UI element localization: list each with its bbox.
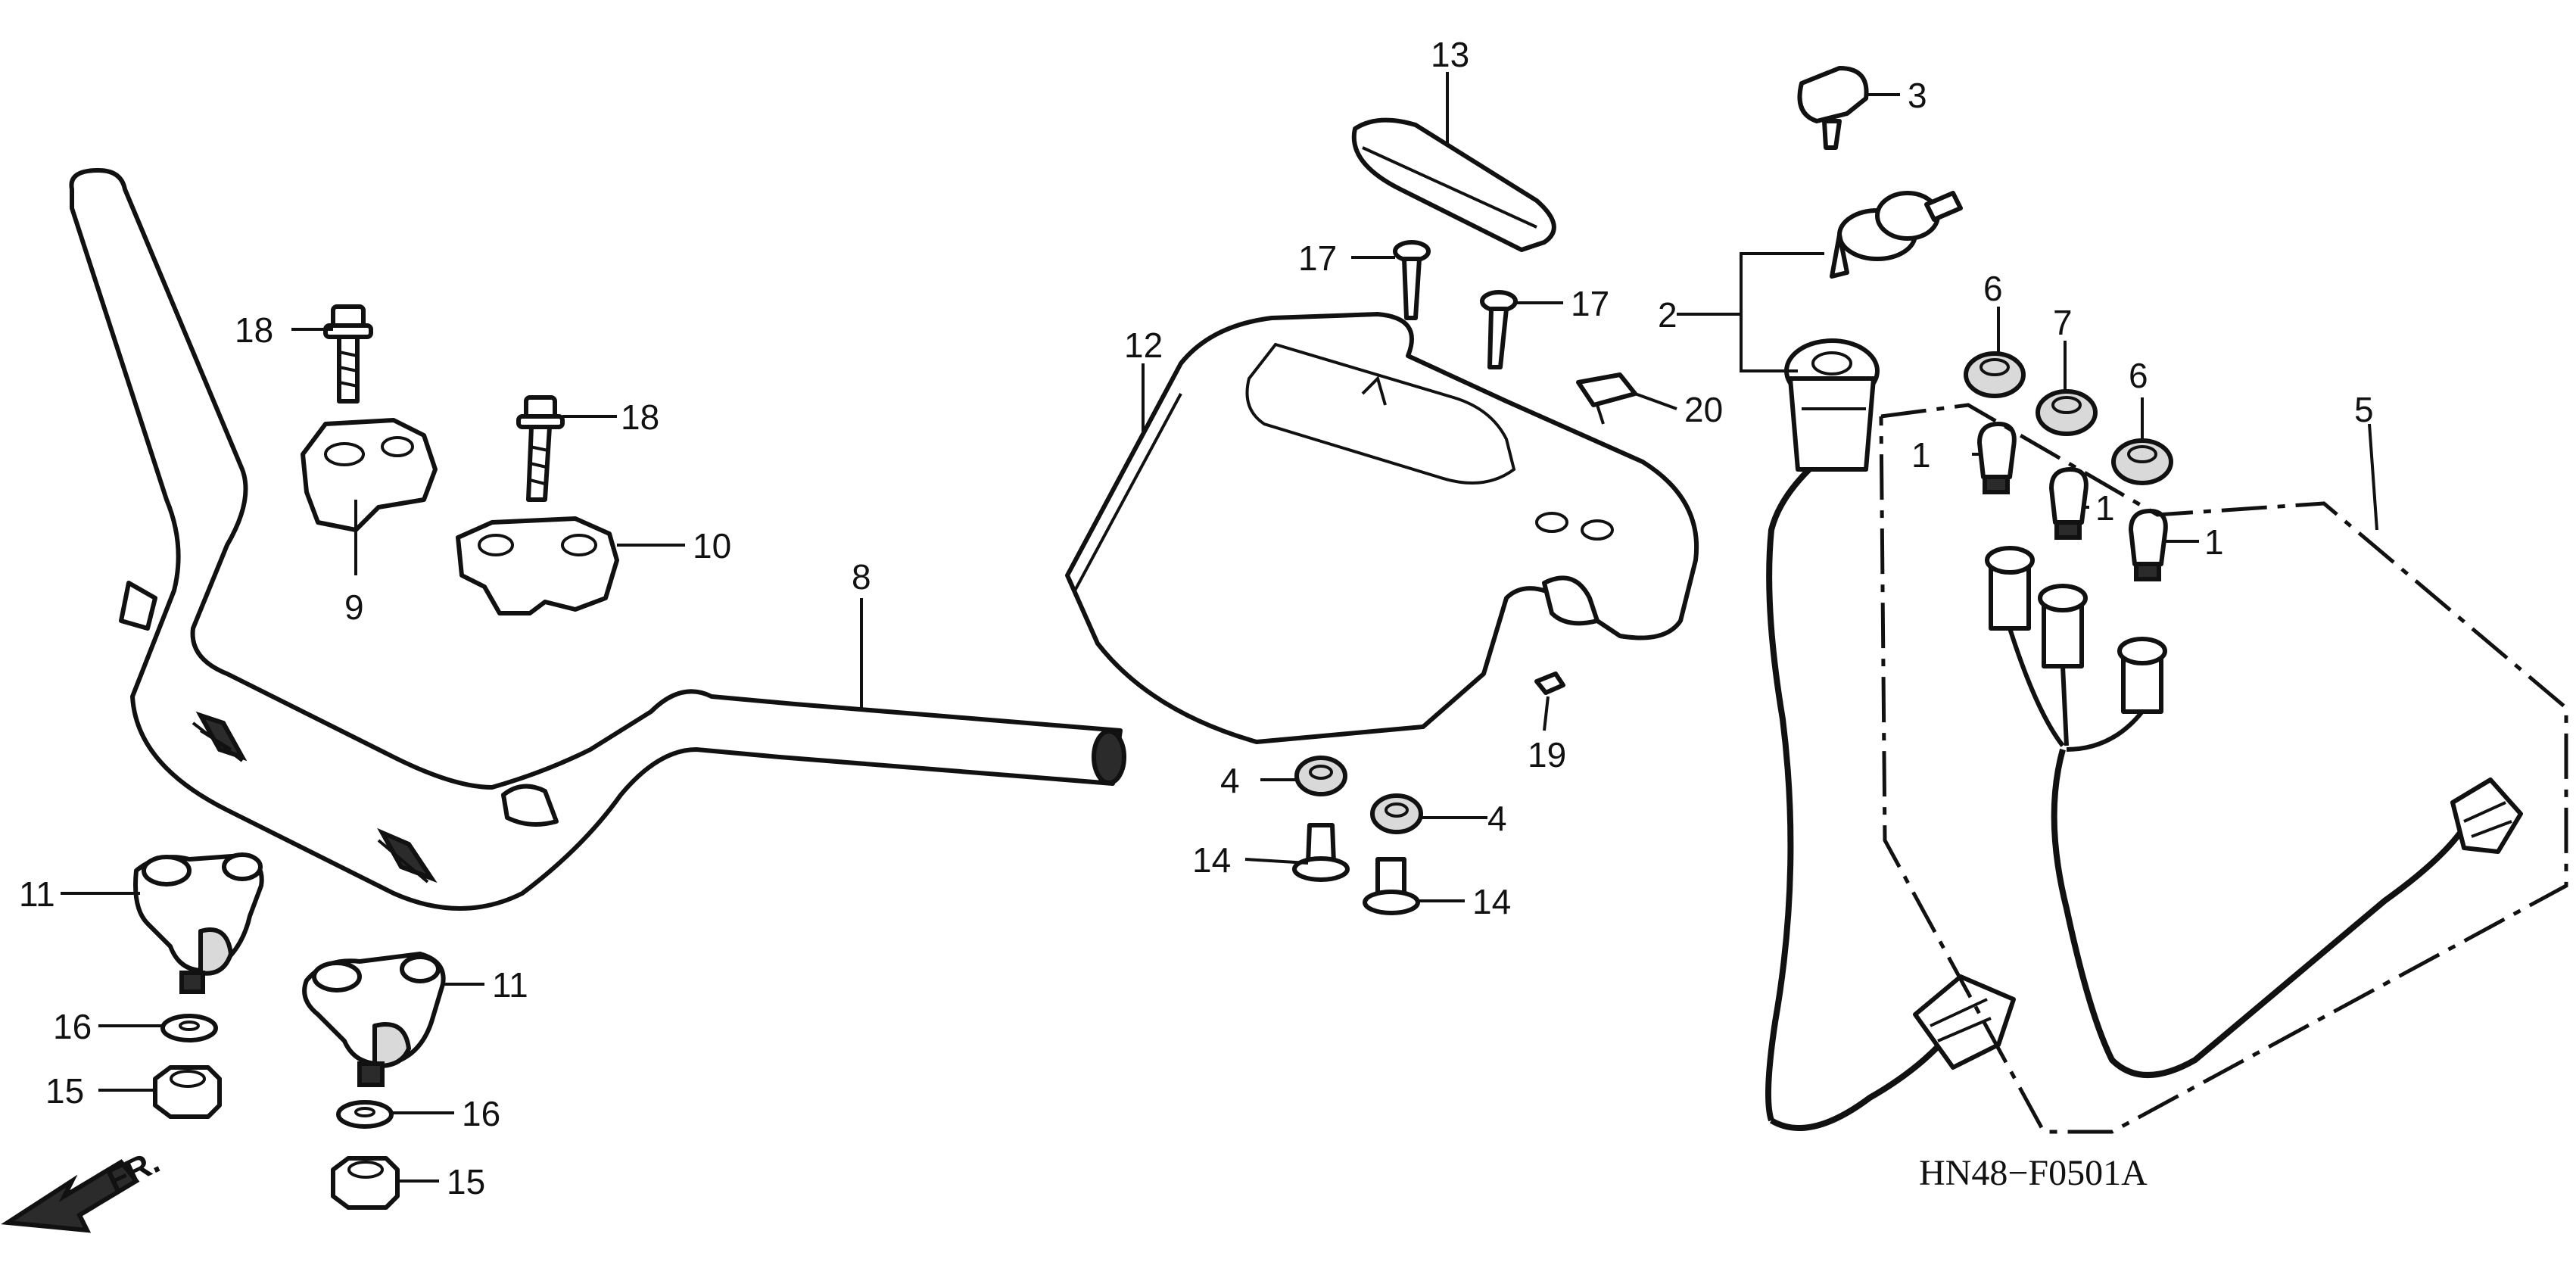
handlebar-cover xyxy=(1065,312,1699,744)
socket-6-top xyxy=(1964,351,2026,398)
callout-5: 5 xyxy=(2354,390,2374,429)
callout-10: 10 xyxy=(693,526,731,566)
callout-6-top: 6 xyxy=(1983,269,2003,308)
upper-holder-9 xyxy=(301,418,438,532)
callout-9: 9 xyxy=(344,587,364,627)
callout-15-right: 15 xyxy=(447,1162,485,1201)
bolt-18-left xyxy=(323,304,373,404)
callout-11-left: 11 xyxy=(19,874,55,914)
callout-6-right: 6 xyxy=(2129,356,2148,395)
callout-18-right: 18 xyxy=(621,397,659,437)
callout-19: 19 xyxy=(1528,735,1566,774)
callout-1-b: 1 xyxy=(2095,488,2115,528)
diagram-code: HN48−F0501A xyxy=(1919,1153,2148,1193)
callout-2: 2 xyxy=(1658,295,1677,335)
callout-20: 20 xyxy=(1684,390,1723,429)
nut-15-right xyxy=(331,1156,400,1210)
callout-4-right: 4 xyxy=(1487,799,1507,838)
callout-labels: 18 18 9 10 8 11 11 16 16 15 15 13 12 17 … xyxy=(19,35,2374,1201)
callout-16-left: 16 xyxy=(53,1007,92,1046)
cover-lid xyxy=(1351,117,1556,252)
key-3 xyxy=(1797,66,1869,150)
knurl-left xyxy=(192,711,248,762)
harness-kit-outline xyxy=(1879,403,2568,1134)
front-direction-arrow: FR. xyxy=(1,1143,165,1233)
callout-17-right: 17 xyxy=(1571,284,1609,323)
lower-holder-11-left xyxy=(133,852,264,994)
leader-lines xyxy=(61,72,2378,1183)
callout-4-left: 4 xyxy=(1220,761,1240,800)
callout-3: 3 xyxy=(1908,76,1927,115)
callout-18-left: 18 xyxy=(235,310,273,350)
washer-19 xyxy=(1534,672,1565,695)
handlebar xyxy=(69,168,1126,911)
socket-6-right xyxy=(2111,438,2173,485)
knurl-right xyxy=(377,827,438,883)
screw-17-right xyxy=(1480,290,1518,369)
socket-7 xyxy=(2036,389,2098,436)
bolt-18-right xyxy=(516,395,565,502)
callout-13: 13 xyxy=(1431,35,1469,74)
callout-15-left: 15 xyxy=(45,1071,84,1111)
grommet-4-left xyxy=(1294,756,1347,796)
callout-11-right: 11 xyxy=(492,965,528,1005)
upper-holder-10 xyxy=(456,516,619,615)
collar-14-right xyxy=(1363,857,1420,915)
washer-16-left xyxy=(160,1014,218,1042)
callout-17-left: 17 xyxy=(1298,238,1337,278)
callout-7: 7 xyxy=(2053,303,2073,342)
screw-17-left xyxy=(1393,240,1431,320)
lower-holder-11-right xyxy=(302,952,446,1087)
nut-15-left xyxy=(153,1065,222,1119)
bulb-1-b xyxy=(2049,467,2089,540)
callout-1-a: 1 xyxy=(1911,435,1931,475)
callout-12: 12 xyxy=(1124,326,1163,365)
callout-1-c: 1 xyxy=(2204,522,2224,562)
grommet-4-right xyxy=(1370,793,1423,834)
callout-16-right: 16 xyxy=(462,1094,500,1133)
ignition-switch xyxy=(1784,338,1880,472)
bulb-1-c xyxy=(2129,509,2168,581)
callout-14-left: 14 xyxy=(1192,840,1231,880)
clip-20 xyxy=(1576,372,1637,425)
bulb-1-a xyxy=(1977,422,2017,494)
callout-14-right: 14 xyxy=(1472,882,1511,921)
callout-8: 8 xyxy=(852,557,871,597)
collar-14-left xyxy=(1292,823,1350,882)
washer-16-right xyxy=(336,1100,394,1129)
key-set-2 xyxy=(1830,191,1963,279)
wire-harness xyxy=(1765,467,2523,1131)
bracket-2 xyxy=(1677,252,1824,372)
